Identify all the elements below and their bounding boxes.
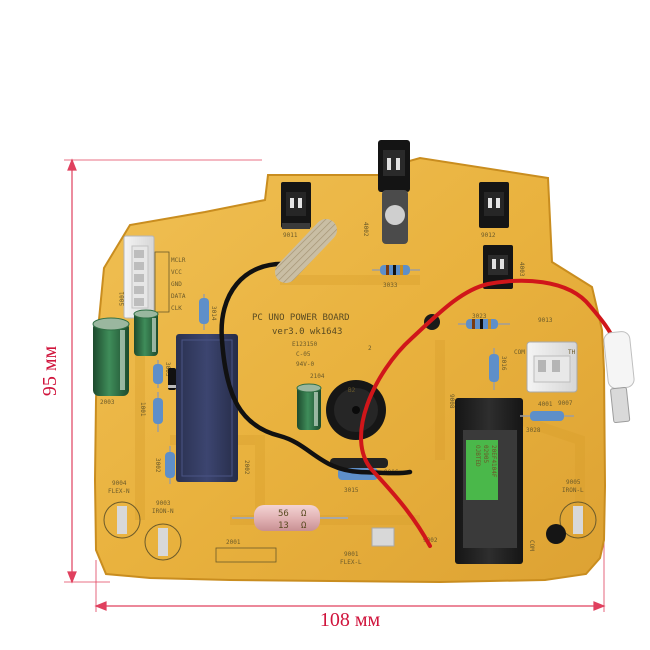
svg-text:FLEX-N: FLEX-N (108, 488, 130, 495)
resistor-3028: 3028 (520, 411, 574, 434)
svg-text:TH: TH (568, 349, 576, 356)
svg-text:9002: 9002 (423, 537, 438, 544)
svg-text:2001: 2001 (226, 539, 241, 546)
spade-connector (603, 331, 635, 424)
resistor-3014: 3014 (199, 294, 217, 330)
capacitor-large: 2003 (92, 317, 130, 406)
resistor-3016: 3016 (489, 348, 507, 390)
svg-text:9001: 9001 (344, 551, 359, 558)
height-label: 95 мм (39, 346, 61, 397)
svg-text:IRON-N: IRON-N (152, 508, 174, 515)
svg-text:3002: 3002 (154, 458, 161, 473)
svg-text:3014: 3014 (210, 306, 217, 321)
svg-text:MCLR: MCLR (171, 257, 186, 264)
triac-9012: 9012 (479, 182, 509, 239)
svg-text:OJBTED: OJBTED (474, 445, 481, 467)
board-marking: PC UNO POWER BOARD ver3.0 wk1643 E123150… (119, 291, 553, 544)
capacitor-small-left (133, 309, 159, 356)
svg-text:3003: 3003 (164, 362, 171, 377)
terminal-9001: 9001 FLEX-L (340, 527, 395, 566)
svg-text:CLK: CLK (171, 305, 182, 312)
braided-sleeve (275, 219, 337, 283)
svg-text:ver3.0 wk1643: ver3.0 wk1643 (272, 327, 342, 337)
svg-text:4003: 4003 (518, 262, 525, 277)
resistor-3001: 1001 (139, 392, 163, 432)
svg-text:3016: 3016 (500, 356, 507, 371)
sensor-connector: COM TH 9007 (514, 341, 578, 407)
terminal-9005: 9005 IRON-L (559, 479, 597, 539)
svg-text:Ω: Ω (301, 509, 307, 519)
power-resistor: 56 E123150 Ω 13 Ω 2001 (215, 505, 348, 563)
power-relay-right: 02905 OJBTED 20EF4104F COM (455, 398, 535, 564)
resistor-3003: 3003 (153, 360, 171, 388)
svg-text:1001: 1001 (139, 402, 146, 417)
svg-text:9005: 9005 (566, 479, 581, 486)
svg-text:Ω: Ω (301, 521, 307, 531)
terminal-9003: 9003 IRON-N (144, 500, 182, 561)
buzzer: B2 (326, 380, 386, 440)
resistor-3023: 3023 (458, 313, 510, 329)
svg-text:IRON-L: IRON-L (562, 487, 584, 494)
triac-9011: 9011 (281, 182, 311, 239)
svg-text:02905: 02905 (482, 445, 489, 463)
svg-text:9003: 9003 (156, 500, 171, 507)
svg-text:9012: 9012 (481, 232, 496, 239)
svg-text:9007: 9007 (558, 400, 573, 407)
triac-4003: 4003 (483, 245, 525, 289)
svg-text:3023: 3023 (472, 313, 487, 320)
svg-text:2003: 2003 (100, 399, 115, 406)
svg-text:3033: 3033 (383, 282, 398, 289)
svg-text:13: 13 (278, 521, 289, 531)
black-wire (219, 261, 413, 476)
svg-text:COM: COM (528, 540, 535, 551)
power-relay-left: 2002 (176, 334, 250, 482)
width-label: 108 мм (320, 609, 381, 631)
capacitor-small-center (296, 383, 322, 430)
svg-text:94V-0: 94V-0 (296, 361, 314, 368)
triac-4002: 4002 (362, 140, 410, 244)
dimension-lines (64, 158, 606, 612)
svg-text:3015: 3015 (344, 487, 359, 494)
svg-text:2: 2 (368, 345, 372, 352)
svg-text:FLEX-L: FLEX-L (340, 559, 362, 566)
svg-text:DATA: DATA (171, 293, 186, 300)
red-wire (359, 278, 618, 548)
svg-text:2002: 2002 (243, 460, 250, 475)
svg-text:9011: 9011 (283, 232, 298, 239)
wire-clip (330, 458, 388, 468)
svg-text:3028: 3028 (526, 427, 541, 434)
svg-text:COM: COM (514, 349, 525, 356)
svg-text:9008: 9008 (448, 394, 455, 409)
svg-text:4001: 4001 (538, 401, 553, 408)
svg-text:C-05: C-05 (296, 351, 311, 358)
svg-text:PC UNO POWER BOARD: PC UNO POWER BOARD (252, 313, 350, 323)
svg-text:GND: GND (171, 281, 182, 288)
svg-text:B2: B2 (348, 387, 356, 394)
svg-text:2104: 2104 (310, 373, 325, 380)
svg-text:56: 56 (278, 509, 289, 519)
svg-text:5001: 5001 (119, 291, 126, 306)
sleeve-edge (275, 219, 337, 283)
solder-blob (546, 524, 566, 544)
resistor-3033: 3033 (372, 265, 420, 289)
svg-text:VCC: VCC (171, 269, 182, 276)
svg-text:E123150: E123150 (292, 341, 318, 348)
diode (168, 368, 176, 390)
svg-text:9013: 9013 (538, 317, 553, 324)
svg-text:20EF4104F: 20EF4104F (490, 445, 497, 478)
terminal-9004: 9004 FLEX-N (103, 480, 141, 539)
svg-text:9004: 9004 (112, 480, 127, 487)
svg-text:4002: 4002 (362, 222, 369, 237)
resistor-3002: 3002 (154, 446, 175, 484)
programming-header: MCLR VCC GND DATA CLK (123, 235, 186, 319)
